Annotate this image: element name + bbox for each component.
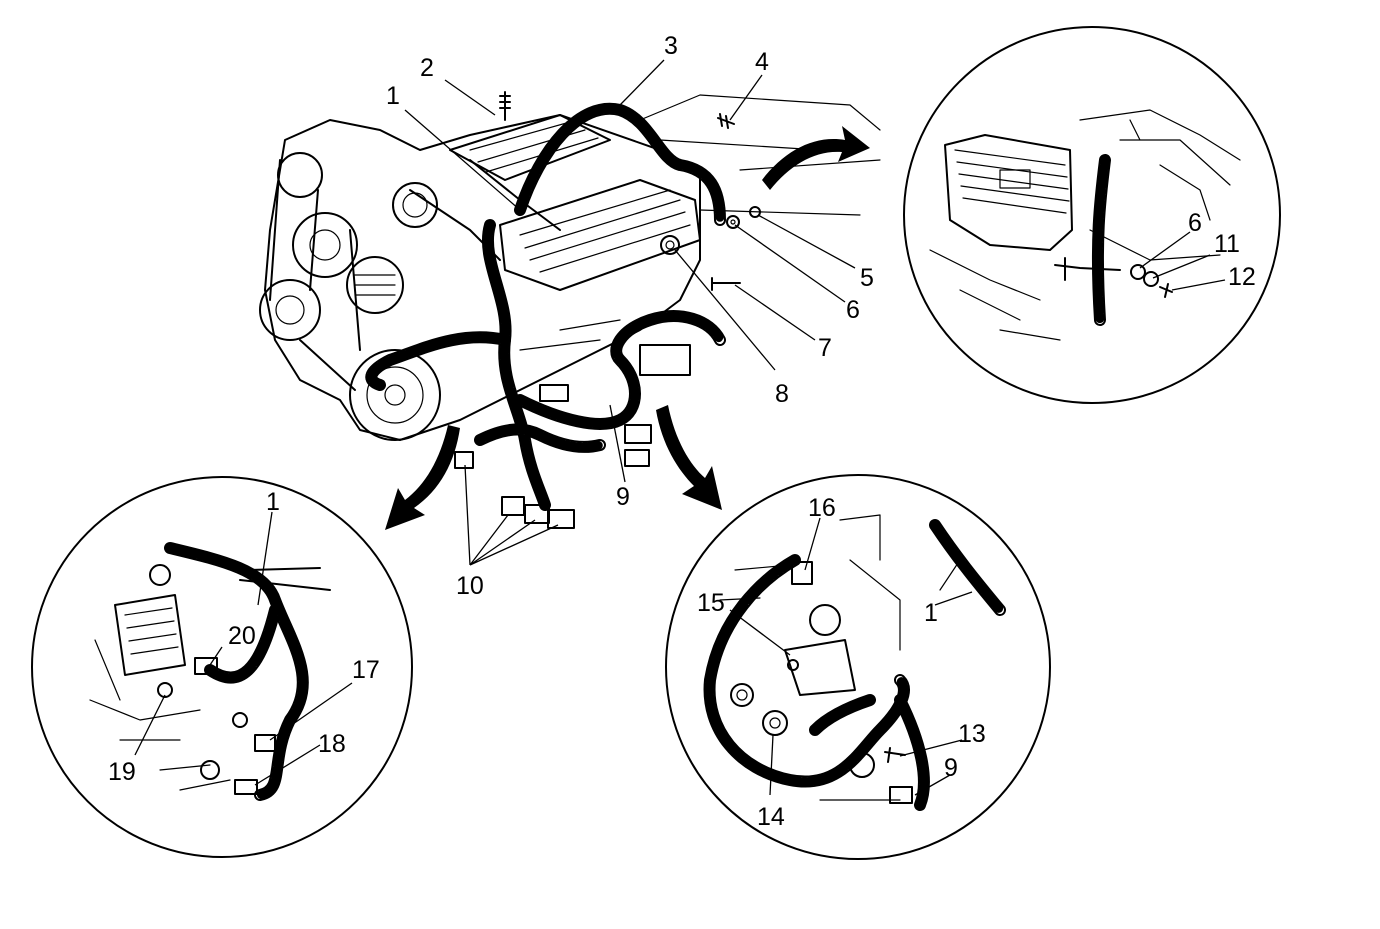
stud-4 bbox=[717, 113, 735, 129]
pulley-crank bbox=[349, 349, 441, 441]
callout-left-18: 18 bbox=[318, 730, 346, 758]
detail-circle-lower-right: 16 15 1 13 9 14 bbox=[665, 474, 1051, 860]
pulley-upper bbox=[277, 152, 323, 198]
callout-2: 2 bbox=[420, 54, 434, 82]
callout-1: 1 bbox=[386, 82, 400, 110]
callout-9: 9 bbox=[616, 483, 630, 511]
fastener-details bbox=[499, 91, 761, 291]
callout-10: 10 bbox=[456, 572, 484, 600]
nut-5 bbox=[749, 206, 761, 218]
callout-bottom-16: 16 bbox=[808, 494, 836, 522]
callout-bottom-9: 9 bbox=[944, 754, 958, 782]
detail-arrows bbox=[385, 126, 870, 530]
valve-cover-right bbox=[499, 179, 701, 291]
callout-6: 6 bbox=[846, 296, 860, 324]
callout-right-11: 11 bbox=[1214, 230, 1240, 258]
detail-circle-upper-right: 6 11 12 bbox=[903, 26, 1281, 404]
arrow-to-lower-right-detail bbox=[656, 405, 722, 510]
bolt-7 bbox=[711, 277, 741, 291]
alternator bbox=[346, 256, 404, 314]
engine-illustration bbox=[259, 91, 881, 529]
detail-circle-lower-left: 1 20 17 18 19 bbox=[31, 476, 413, 858]
callout-left-1: 1 bbox=[266, 488, 280, 516]
callout-bottom-1: 1 bbox=[924, 599, 938, 627]
callout-left-20: 20 bbox=[228, 622, 256, 650]
pulley-lower bbox=[259, 279, 321, 341]
callout-bottom-15: 15 bbox=[697, 589, 725, 617]
callout-bottom-14: 14 bbox=[757, 803, 785, 831]
pulley-water-pump bbox=[292, 212, 358, 278]
callout-8: 8 bbox=[775, 380, 789, 408]
callout-left-17: 17 bbox=[352, 656, 380, 684]
arrow-to-lower-left-detail bbox=[385, 425, 460, 530]
harness-connectors bbox=[454, 384, 652, 529]
callout-3: 3 bbox=[664, 32, 678, 60]
callout-7: 7 bbox=[818, 334, 832, 362]
callout-right-6: 6 bbox=[1188, 209, 1202, 237]
main-wire-harness bbox=[365, 102, 726, 511]
starter-body bbox=[639, 344, 691, 376]
arrow-to-upper-right-detail bbox=[762, 126, 870, 190]
washer-6 bbox=[726, 215, 740, 229]
valve-cover-left bbox=[449, 114, 611, 181]
callout-right-12: 12 bbox=[1228, 263, 1256, 291]
callout-4: 4 bbox=[755, 48, 769, 76]
callout-5: 5 bbox=[860, 264, 874, 292]
callout-left-19: 19 bbox=[108, 758, 136, 786]
nut-8 bbox=[660, 235, 680, 255]
main-leader-lines bbox=[404, 59, 856, 566]
main-callouts: 1 2 3 4 5 6 7 8 9 10 bbox=[386, 32, 874, 600]
stud-2 bbox=[499, 91, 511, 121]
callout-bottom-13: 13 bbox=[958, 720, 986, 748]
